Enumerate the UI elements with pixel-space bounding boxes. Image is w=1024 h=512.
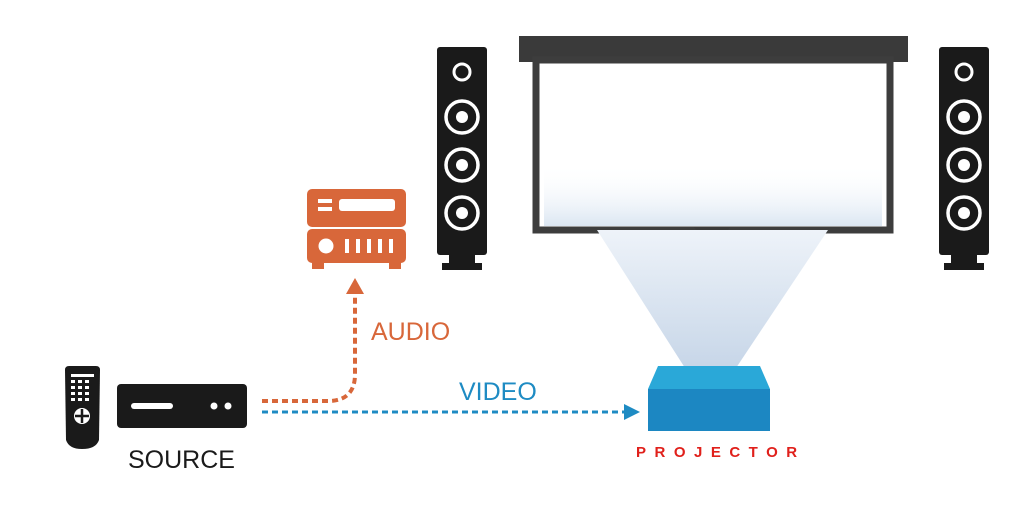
source-player-icon <box>117 384 247 428</box>
right-speaker-icon <box>939 47 989 270</box>
audio-label: AUDIO <box>371 318 451 346</box>
left-speaker-icon <box>437 47 487 270</box>
video-signal-arrow <box>262 404 640 420</box>
audio-signal-arrow <box>262 278 364 403</box>
video-label: VIDEO <box>459 378 537 406</box>
projector-icon <box>648 366 770 431</box>
remote-control-icon <box>65 366 100 449</box>
projection-screen-icon <box>519 36 908 240</box>
projector-beam <box>597 230 828 368</box>
projector-label: PROJECTOR <box>636 444 806 461</box>
av-receiver-icon <box>307 189 406 269</box>
source-label: SOURCE <box>128 446 235 474</box>
